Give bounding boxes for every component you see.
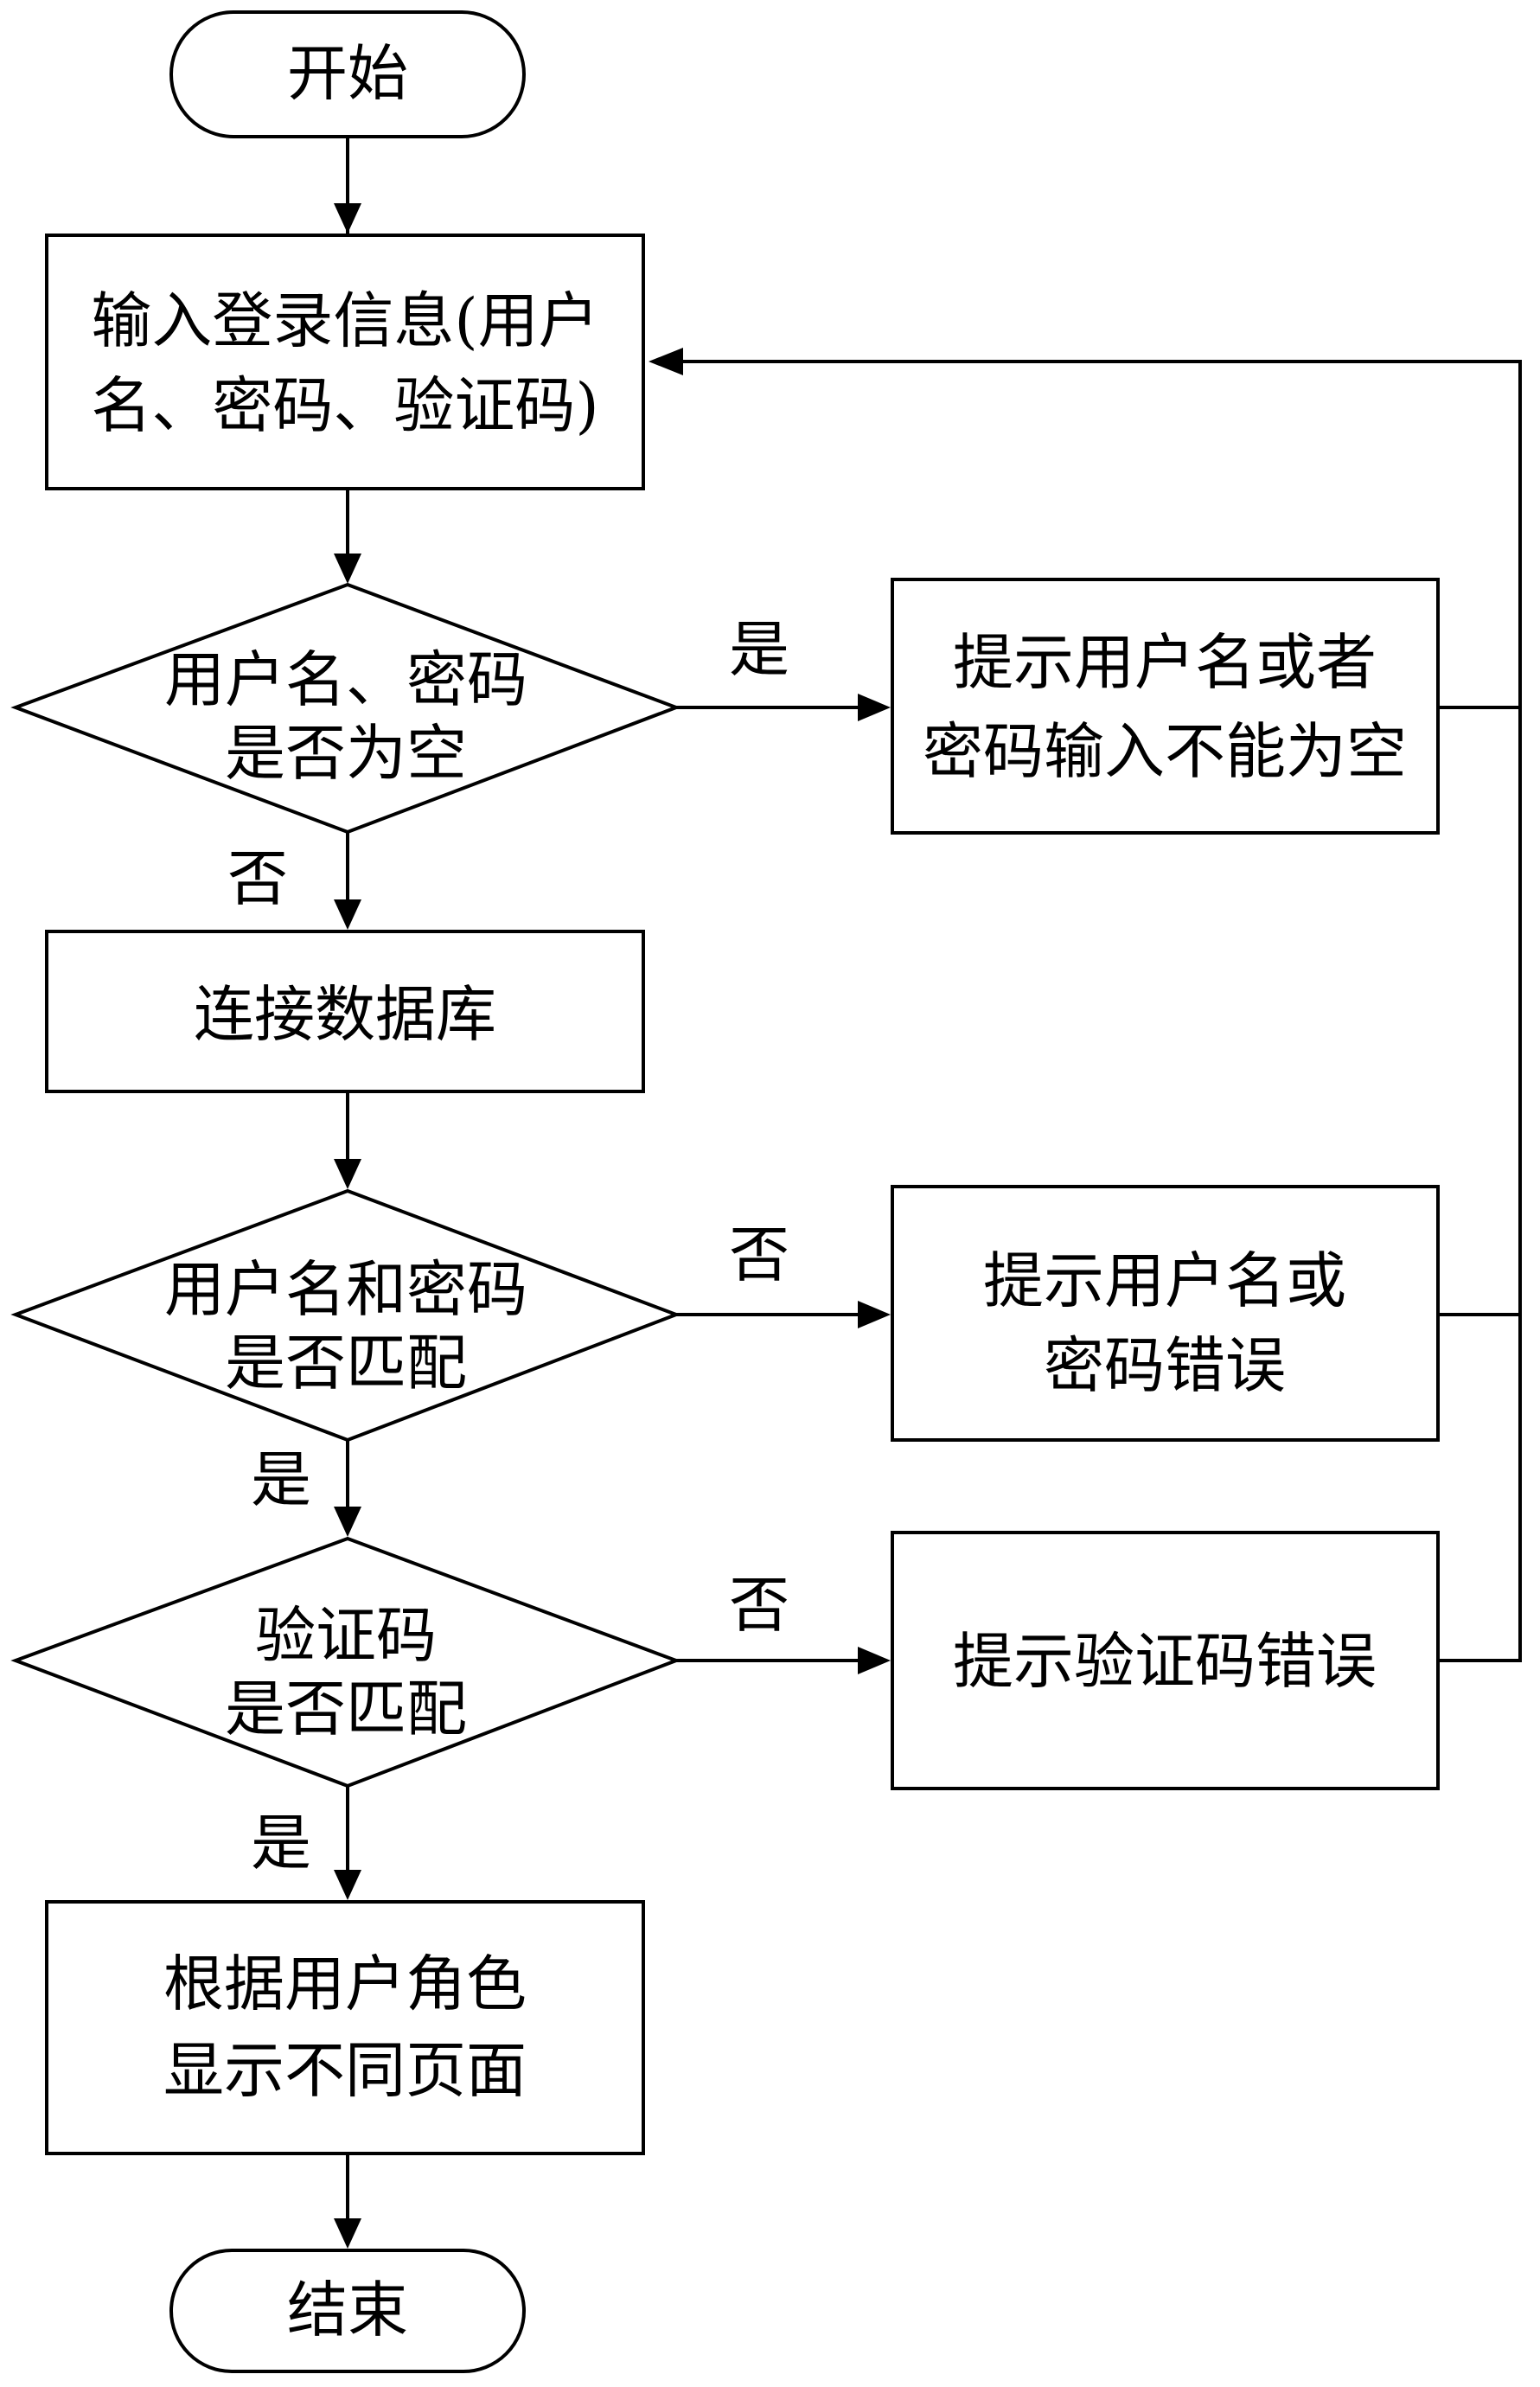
node-empty-check-label-line2: 是否为空 — [225, 718, 467, 789]
node-empty-check: 用户名、密码 是否为空 — [10, 582, 681, 835]
arrow-captcha-check-to-show-page — [334, 1870, 361, 1900]
node-input-label-line2: 名、密码、验证码) — [91, 370, 598, 441]
node-match-msg-label-line1: 提示用户名或 — [983, 1245, 1346, 1316]
node-start-label: 开始 — [287, 38, 408, 109]
edge-label-captcha-yes: 是 — [251, 1808, 311, 1878]
edge-label-match-yes: 是 — [251, 1444, 311, 1515]
edge-label-empty-yes: 是 — [729, 614, 789, 685]
node-captcha-msg: 提示验证码错误 — [891, 1531, 1440, 1790]
node-connect-db: 连接数据库 — [45, 930, 645, 1093]
node-match-check-label-line2: 是否匹配 — [225, 1328, 467, 1398]
arrow-match-check-to-match-msg — [858, 1301, 891, 1328]
node-empty-msg-label-line2: 密码输入不能为空 — [923, 716, 1407, 787]
edge-label-empty-no: 否 — [227, 843, 288, 914]
node-input: 输入登录信息(用户 名、密码、验证码) — [45, 234, 645, 490]
node-input-label-line1: 输入登录信息(用户 — [91, 285, 598, 356]
node-start: 开始 — [169, 10, 526, 138]
arrow-connect-to-match-check — [334, 1159, 361, 1189]
edge-label-captcha-no: 否 — [729, 1570, 789, 1641]
arrow-empty-check-to-connect — [334, 899, 361, 930]
node-show-page-label-line1: 根据用户角色 — [163, 1949, 527, 2019]
arrow-show-page-to-end — [334, 2218, 361, 2249]
node-match-msg: 提示用户名或 密码错误 — [891, 1185, 1440, 1442]
arrow-input-to-empty-check — [334, 554, 361, 584]
arrow-match-check-to-captcha-check — [334, 1507, 361, 1537]
node-match-check: 用户名和密码 是否匹配 — [10, 1188, 681, 1443]
node-empty-msg: 提示用户名或者 密码输入不能为空 — [891, 578, 1440, 835]
node-show-page-label-line2: 显示不同页面 — [163, 2035, 527, 2106]
edge-feedback-loop — [674, 360, 1522, 709]
node-empty-check-label-line1: 用户名、密码 — [164, 644, 527, 715]
node-captcha-check-label-line2: 是否匹配 — [225, 1673, 467, 1744]
node-captcha-check-label-line1: 验证码 — [255, 1600, 437, 1671]
edge-label-match-no: 否 — [729, 1219, 789, 1290]
arrow-captcha-check-to-captcha-msg — [858, 1647, 891, 1674]
node-connect-db-label: 连接数据库 — [194, 979, 496, 1050]
node-match-msg-label-line2: 密码错误 — [1044, 1330, 1286, 1401]
node-empty-msg-label-line1: 提示用户名或者 — [953, 627, 1377, 698]
node-show-page: 根据用户角色 显示不同页面 — [45, 1900, 645, 2155]
arrow-empty-check-to-empty-msg — [858, 694, 891, 721]
node-match-check-label-line1: 用户名和密码 — [164, 1254, 527, 1325]
connectors — [334, 137, 1522, 2249]
arrow-start-to-input — [334, 203, 361, 234]
node-captcha-msg-label: 提示验证码错误 — [953, 1626, 1377, 1697]
edge-captcha-msg-to-loop — [1438, 1313, 1522, 1662]
node-end-label: 结束 — [287, 2275, 408, 2345]
node-captcha-check: 验证码 是否匹配 — [10, 1536, 681, 1789]
node-end: 结束 — [169, 2249, 526, 2373]
arrow-loop-to-input — [649, 348, 683, 375]
